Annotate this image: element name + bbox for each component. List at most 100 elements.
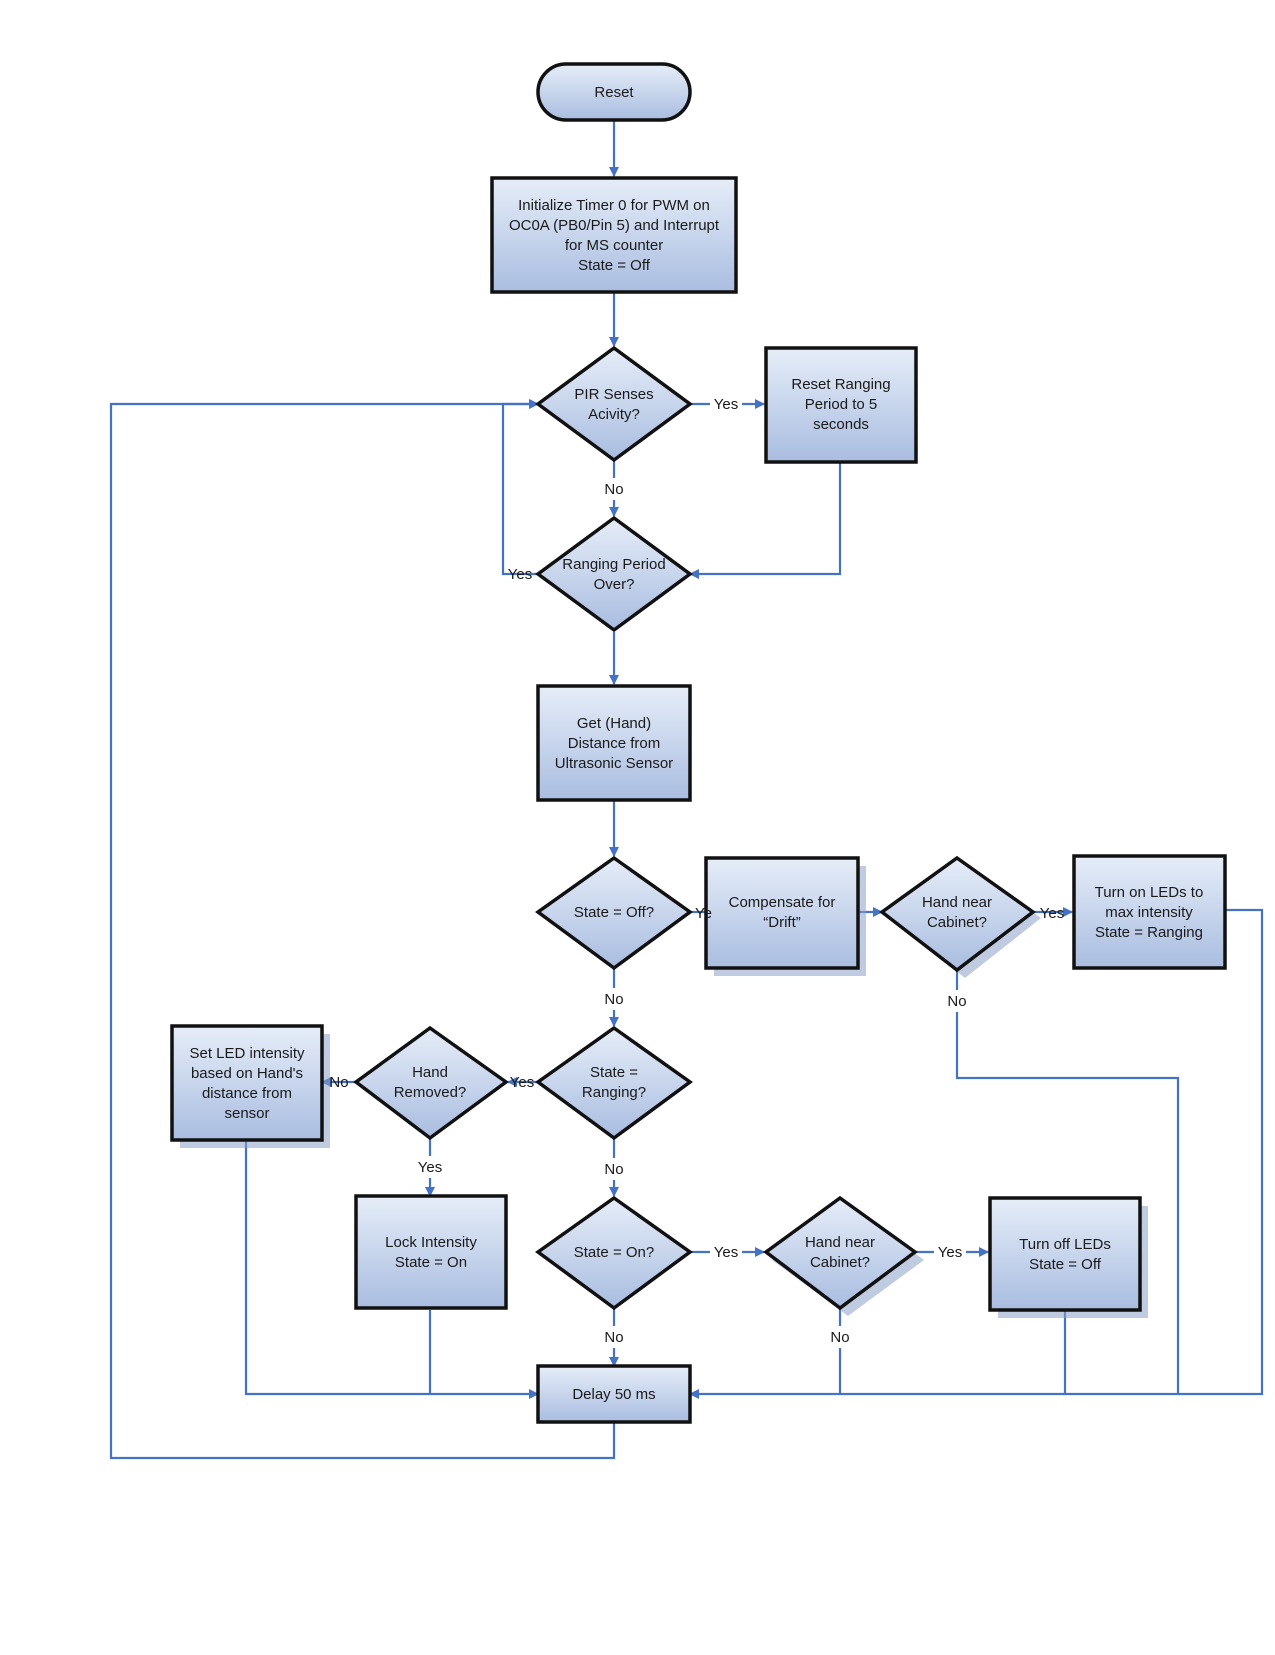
- node-text-line: State = Off?: [574, 904, 654, 921]
- node-text-line: Delay 50 ms: [572, 1386, 655, 1403]
- node-text-line: “Drift”: [763, 914, 801, 931]
- node-text-line: Cabinet?: [810, 1254, 870, 1271]
- edge-label-removed-no: No: [329, 1074, 348, 1091]
- node-text-line: OC0A (PB0/Pin 5) and Interrupt: [509, 217, 720, 234]
- node-text-line: Hand: [412, 1064, 448, 1081]
- init-label: Initialize Timer 0 for PWM on OC0A (PB0/P…: [509, 197, 720, 274]
- node-text-line: State = On: [395, 1254, 467, 1271]
- state-ranging-label: State = Ranging?: [582, 1064, 646, 1101]
- edge-label-on-no: No: [604, 1329, 623, 1346]
- lock-node: [354, 1194, 508, 1310]
- edge-label-removed-yes: Yes: [418, 1159, 442, 1176]
- edge-label-near2-yes: Yes: [938, 1244, 962, 1261]
- node-text-line: sensor: [224, 1105, 269, 1122]
- node-text-line: Acivity?: [588, 406, 640, 423]
- node-text-line: Ultrasonic Sensor: [555, 755, 673, 772]
- reset-ranging-node: [764, 346, 918, 464]
- turn-off-node: [988, 1196, 1142, 1312]
- hand-removed-decision: [353, 1025, 509, 1141]
- edge-label-ranging-state-yes: Yes: [510, 1074, 534, 1091]
- node-text-line: State = On?: [574, 1244, 654, 1261]
- state-off-decision: [535, 855, 693, 971]
- node-text-line: Period to 5: [805, 396, 878, 413]
- init-node: [490, 176, 738, 294]
- node-text-line: State = Off: [578, 257, 651, 274]
- edge-labels: Yes No Yes Ye No Yes No No Yes Yes No Ye…: [329, 392, 1064, 1348]
- compensate-node: [704, 856, 860, 970]
- edge-label-pir-no: No: [604, 481, 623, 498]
- edge-turnon-delay: [689, 908, 1264, 1399]
- node-text-line: Cabinet?: [927, 914, 987, 931]
- state-ranging-decision: [535, 1025, 693, 1141]
- edge-handnear1-no: [955, 970, 1180, 1394]
- ranging-over-decision: [535, 515, 693, 633]
- pir-decision: [535, 345, 693, 463]
- edge-label-near1-no: No: [947, 993, 966, 1010]
- reset-label: Reset: [594, 84, 634, 101]
- turn-on-node: [1072, 854, 1227, 970]
- edge-label-on-yes: Yes: [714, 1244, 738, 1261]
- node-text-line: State = Off: [1029, 1256, 1102, 1273]
- node-text-line: based on Hand's: [191, 1065, 303, 1082]
- set-led-label: Set LED intensity based on Hand's distance…: [189, 1045, 305, 1122]
- set-led-node: [170, 1024, 324, 1142]
- node-text-line: State =: [590, 1064, 638, 1081]
- node-text-line: Compensate for: [729, 894, 836, 911]
- compensate-label: Compensate for “Drift”: [729, 894, 836, 931]
- node-text-line: Turn on LEDs to: [1095, 884, 1204, 901]
- edge-label-near2-no: No: [830, 1329, 849, 1346]
- edge-label-ranging-yes: Yes: [508, 566, 532, 583]
- delay-node: [536, 1364, 692, 1424]
- node-text-line: Reset Ranging: [791, 376, 890, 393]
- node-text-line: Over?: [594, 576, 635, 593]
- state-off-label: State = Off?: [574, 904, 654, 921]
- node-text-line: Set LED intensity: [189, 1045, 305, 1062]
- node-text-line: seconds: [813, 416, 869, 433]
- node-text-line: for MS counter: [565, 237, 663, 254]
- node-text-line: Get (Hand): [577, 715, 651, 732]
- edge-rangingover-yes-loop: [501, 399, 539, 576]
- node-text-line: PIR Senses: [574, 386, 653, 403]
- edge-resetranging-rangingover: [689, 462, 842, 579]
- state-on-decision: [535, 1195, 693, 1311]
- node-text-line: Distance from: [568, 735, 661, 752]
- node-text-line: distance from: [202, 1085, 292, 1102]
- node-text-line: Hand near: [922, 894, 992, 911]
- node-text-line: State = Ranging: [1095, 924, 1203, 941]
- node-text-line: Ranging?: [582, 1084, 646, 1101]
- node-labels: Reset Initialize Timer 0 for PWM on OC0A …: [189, 84, 1203, 1403]
- edge-setled-delay: [244, 1140, 539, 1399]
- node-text-line: Reset: [594, 84, 634, 101]
- node-text-line: max intensity: [1105, 904, 1193, 921]
- edge-label-near1-yes: Yes: [1040, 905, 1064, 922]
- node-text-line: Lock Intensity: [385, 1234, 477, 1251]
- hand-near-1-decision: [879, 855, 1036, 973]
- state-on-label: State = On?: [574, 1244, 654, 1261]
- node-text-line: Initialize Timer 0 for PWM on: [518, 197, 710, 214]
- node-text-line: Ranging Period: [562, 556, 665, 573]
- edge-label-pir-yes: Yes: [714, 396, 738, 413]
- node-text-line: Turn off LEDs: [1019, 1236, 1111, 1253]
- nodes: [170, 62, 1227, 1424]
- hand-near-2-decision: [763, 1195, 918, 1311]
- edge-delay-loop-pir: [109, 399, 616, 1460]
- delay-label: Delay 50 ms: [572, 1386, 655, 1403]
- get-distance-node: [536, 684, 692, 802]
- reset-node: [536, 62, 692, 122]
- edges: [109, 120, 1264, 1460]
- edge-label-off-no: No: [604, 991, 623, 1008]
- node-text-line: Hand near: [805, 1234, 875, 1251]
- edge-label-off-yes: Ye: [695, 905, 712, 922]
